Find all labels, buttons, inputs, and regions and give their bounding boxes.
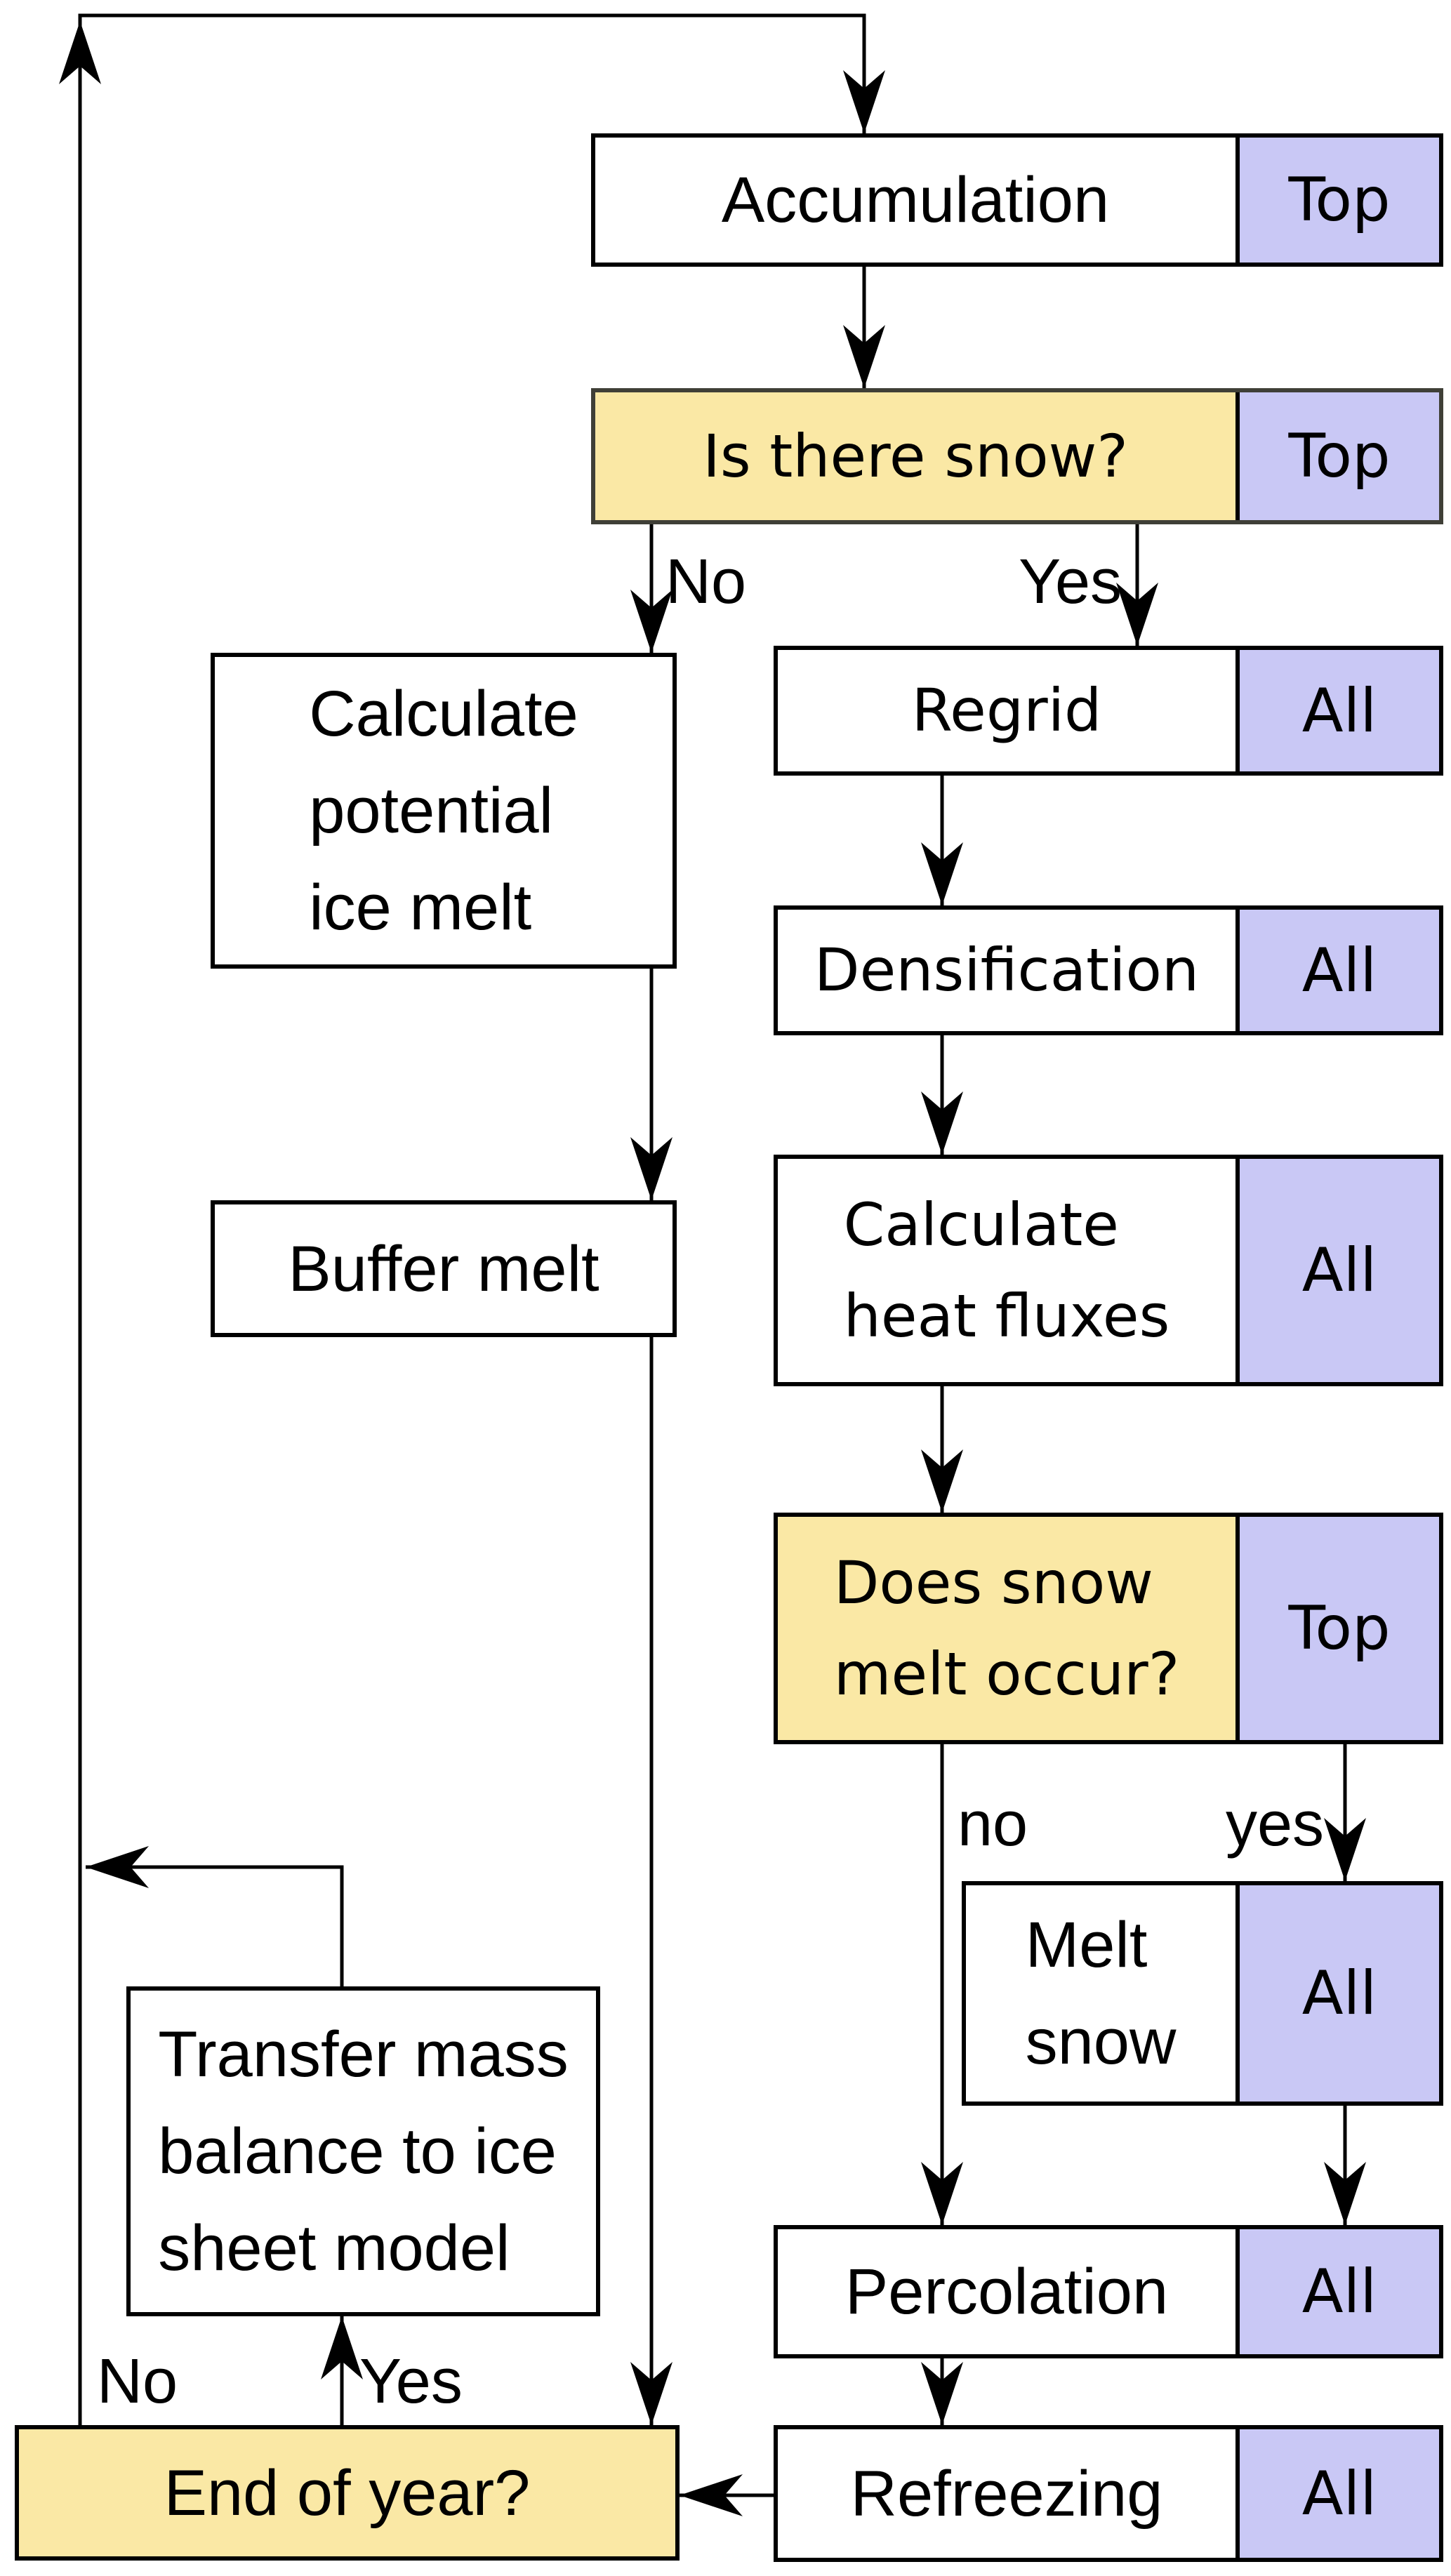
arrowhead-down-icon: [921, 1091, 963, 1155]
node-calc-heat-fluxes-label: Calculate heat fluxes: [843, 1190, 1170, 1350]
node-refreezing: Refreezing All: [774, 2425, 1443, 2562]
node-percolation-label: Percolation: [844, 2256, 1169, 2328]
node-calc-potential-ice-melt-label: Calculate potential ice melt: [309, 678, 578, 943]
edge-label-snow-no: No: [665, 547, 747, 617]
node-calc-potential-ice-melt: Calculate potential ice melt: [211, 653, 677, 969]
arrowhead-up-icon: [321, 2316, 363, 2379]
node-refreezing-tag: All: [1235, 2429, 1439, 2558]
node-percolation: Percolation All: [774, 2225, 1443, 2358]
edge-label-year-yes: Yes: [359, 2346, 463, 2417]
arrowhead-down-icon: [921, 842, 963, 905]
node-is-there-snow-tag: Top: [1235, 392, 1439, 520]
node-percolation-tag: All: [1235, 2229, 1439, 2354]
node-melt-snow-label: Melt snow: [1025, 1909, 1177, 2078]
arrowhead-down-icon: [630, 2362, 673, 2425]
node-densification-tag: All: [1235, 910, 1439, 1031]
node-buffer-melt: Buffer melt: [211, 1200, 677, 1337]
arrowhead-down-icon: [921, 2162, 963, 2225]
node-densification-label: Densification: [814, 936, 1200, 1005]
arrowhead-down-icon: [630, 1137, 673, 1200]
node-calc-heat-fluxes: Calculate heat fluxes All: [774, 1155, 1443, 1386]
arrowhead-down-icon: [1324, 2162, 1366, 2225]
arrowhead-left-icon: [680, 2474, 743, 2516]
node-regrid: Regrid All: [774, 646, 1443, 776]
node-accumulation-tag: Top: [1235, 138, 1439, 263]
arrowhead-down-icon: [843, 70, 885, 133]
edge-label-melt-yes: yes: [1225, 1789, 1324, 1859]
node-transfer-mass-balance-label: Transfer mass balance to ice sheet model: [158, 2019, 569, 2284]
node-accumulation: Accumulation Top: [591, 133, 1443, 267]
node-buffer-melt-label: Buffer melt: [288, 1233, 599, 1305]
node-is-there-snow-label: Is there snow?: [703, 421, 1128, 491]
node-calc-heat-fluxes-tag: All: [1235, 1159, 1439, 1382]
edge-label-snow-yes: Yes: [1019, 547, 1122, 617]
node-does-snow-melt-occur: Does snow melt occur? Top: [774, 1513, 1443, 1744]
node-transfer-mass-balance: Transfer mass balance to ice sheet model: [126, 1986, 600, 2316]
arrowhead-down-icon: [843, 325, 885, 388]
node-end-of-year: End of year?: [15, 2425, 680, 2561]
node-melt-snow-tag: All: [1235, 1885, 1439, 2102]
arrowhead-left-icon: [86, 1846, 149, 1888]
edge-label-year-no: No: [97, 2346, 178, 2417]
edge-label-melt-no: no: [958, 1789, 1028, 1859]
arrowhead-down-icon: [921, 1449, 963, 1513]
arrowhead-down-icon: [921, 2362, 963, 2425]
node-regrid-label: Regrid: [911, 676, 1102, 745]
node-refreezing-label: Refreezing: [850, 2457, 1163, 2530]
node-densification: Densification All: [774, 905, 1443, 1035]
node-regrid-tag: All: [1235, 650, 1439, 771]
edge-transfer-to-loop: [86, 1865, 344, 1986]
node-does-snow-melt-occur-label: Does snow melt occur?: [833, 1548, 1180, 1708]
node-melt-snow: Melt snow All: [962, 1881, 1443, 2106]
arrowhead-down-icon: [1324, 1818, 1366, 1881]
arrowhead-up-icon: [59, 21, 101, 84]
arrowhead-down-icon: [1116, 583, 1158, 646]
node-end-of-year-label: End of year?: [164, 2457, 531, 2529]
node-accumulation-label: Accumulation: [721, 164, 1110, 236]
node-does-snow-melt-occur-tag: Top: [1235, 1517, 1439, 1740]
node-is-there-snow: Is there snow? Top: [591, 388, 1443, 524]
